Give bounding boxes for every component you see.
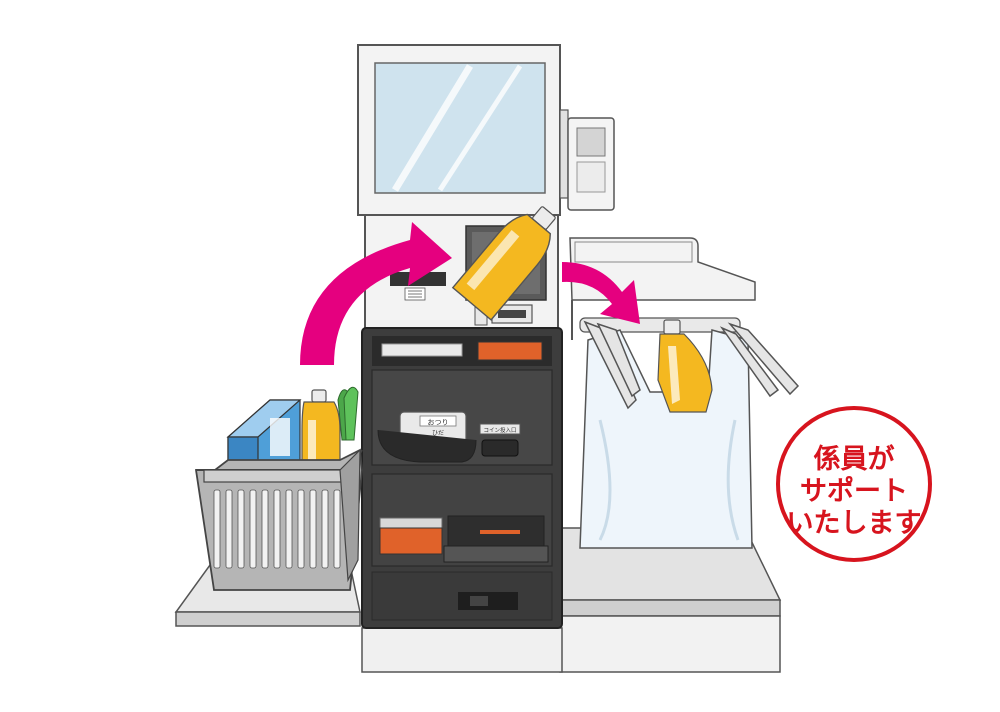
support-badge: 係員が サポート いたします (776, 406, 932, 562)
badge-line-2: サポート (800, 476, 908, 507)
payment-machine: おつり ひだ コイン投入口 (361, 327, 563, 629)
green-onion (337, 386, 359, 441)
receipt-slot (477, 341, 543, 361)
arrow-left-icon (300, 222, 452, 365)
center-base (361, 627, 563, 673)
badge-line-3: いたします (787, 508, 922, 539)
bill-tray (379, 527, 443, 555)
change-slot-label: おつり (428, 419, 449, 427)
card-terminal (559, 109, 615, 211)
arrow-right-icon (562, 262, 640, 324)
bag-hooks (583, 320, 800, 410)
change-slot-sublabel: ひだ (432, 430, 444, 437)
badge-circle (776, 406, 932, 562)
right-counter (559, 527, 782, 673)
bag-holder (569, 237, 756, 340)
monitor (357, 44, 561, 216)
shopping-basket (194, 386, 363, 591)
basket-slots (213, 489, 341, 569)
bottle-in-bag (657, 319, 713, 413)
badge-line-1: 係員が (814, 443, 895, 475)
bottle-being-scanned (451, 206, 556, 321)
coin-slot-label: コイン投入口 (483, 426, 516, 434)
